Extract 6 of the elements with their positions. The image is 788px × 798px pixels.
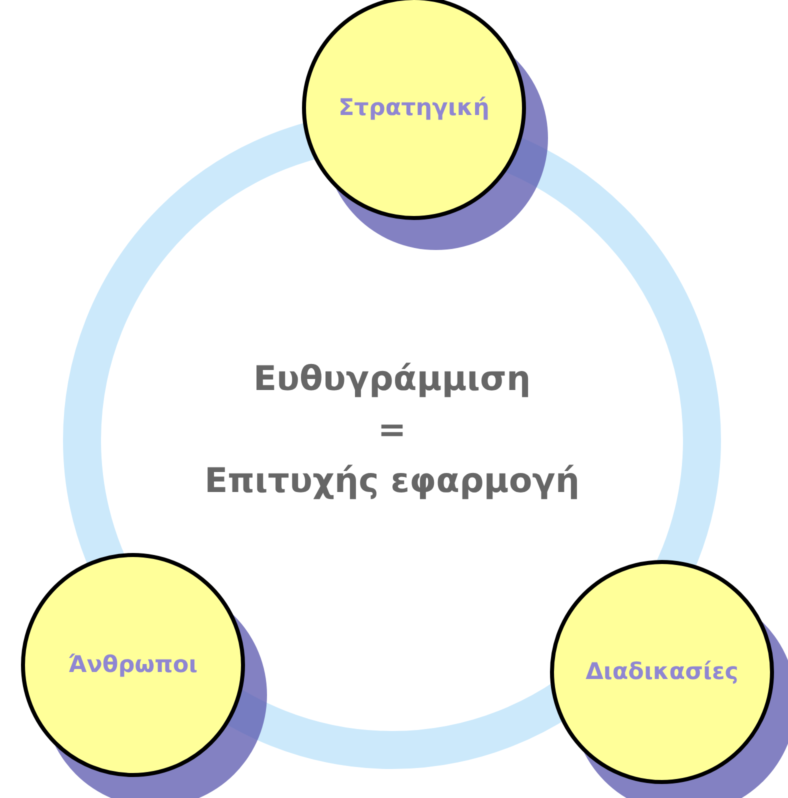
center-text: = [378, 411, 406, 450]
circle-label: Διαδικασίες [586, 659, 738, 685]
center-text: Επιτυχής εφαρμογή [204, 462, 580, 502]
center-text: Ευθυγράμμιση [253, 360, 531, 400]
circle-label: Άνθρωποι [68, 652, 198, 678]
circle-label: Στρατηγική [338, 95, 490, 121]
